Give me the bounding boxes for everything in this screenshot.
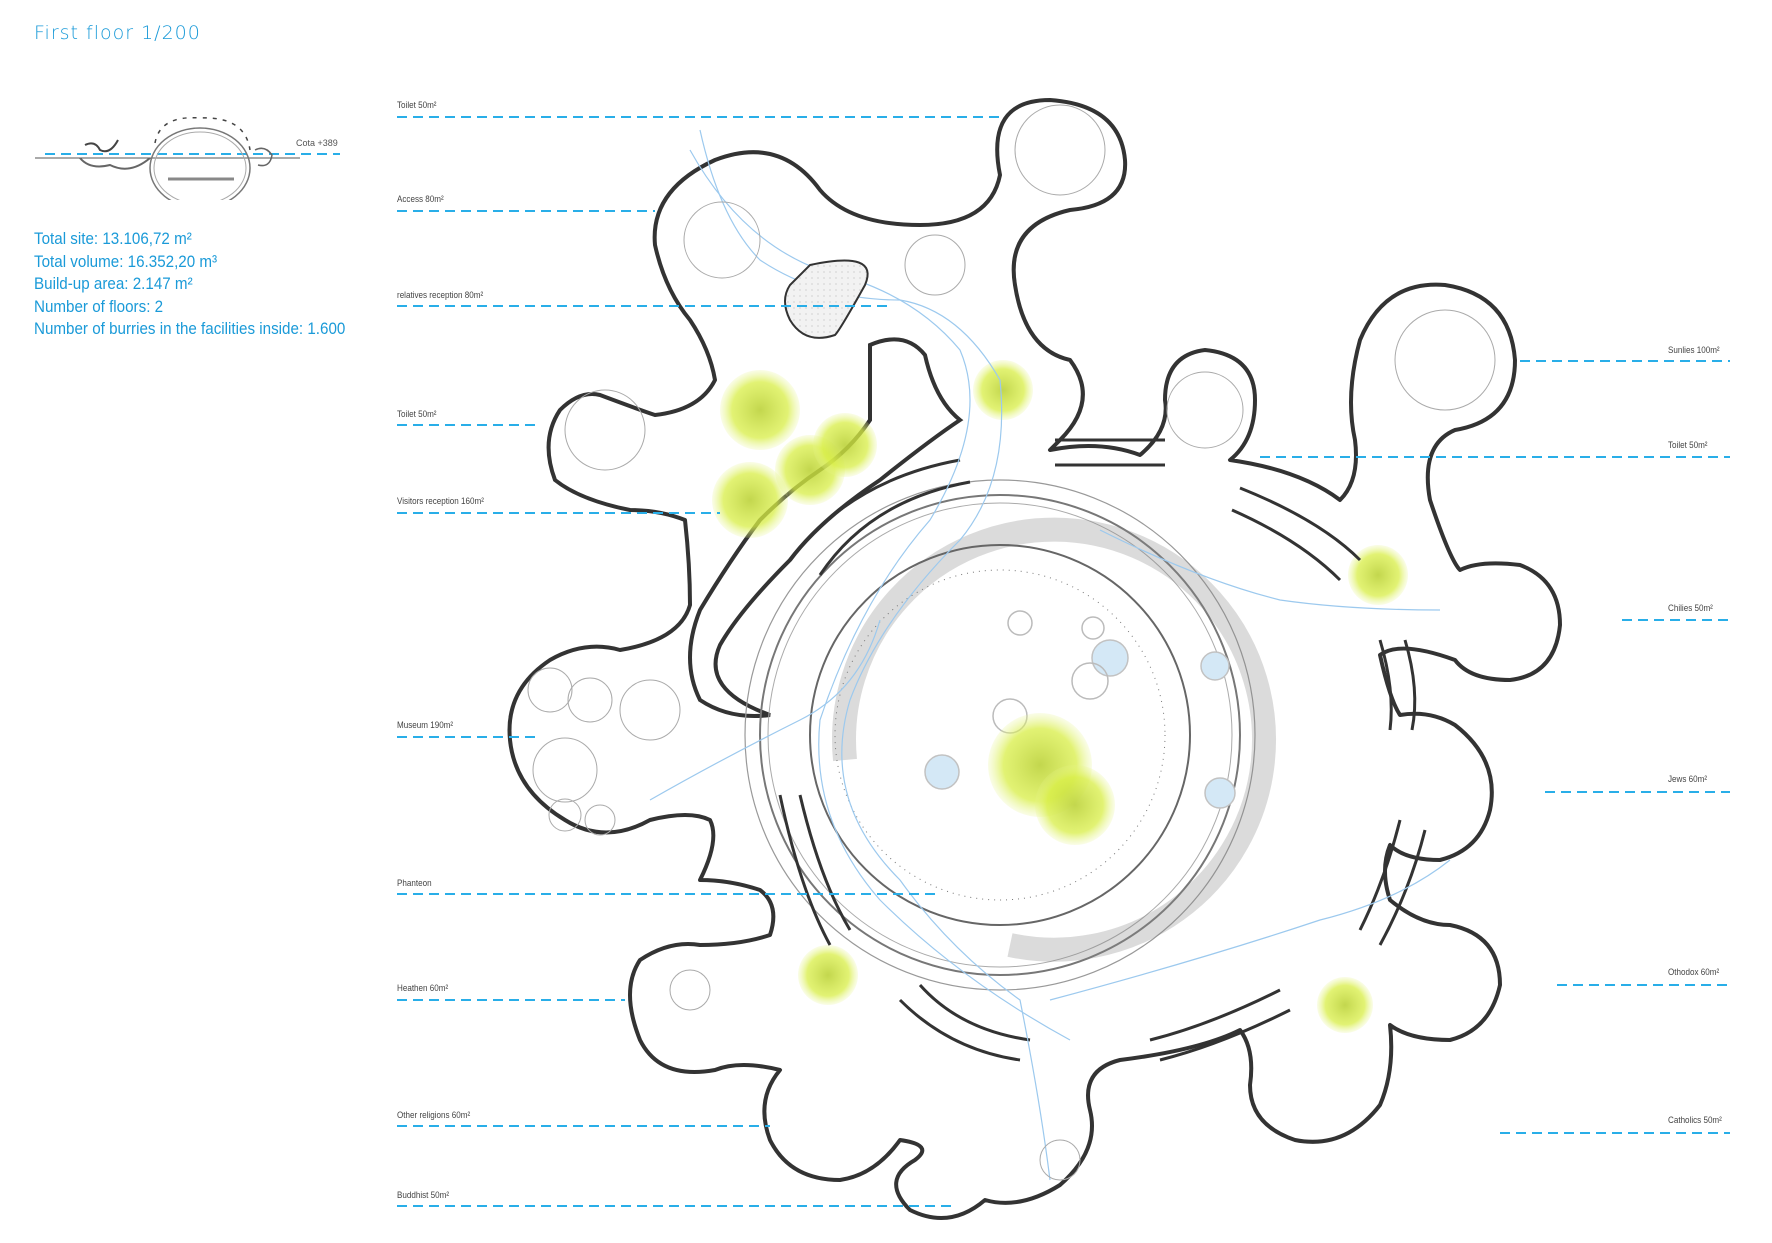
- burial-niche-arcs: [778, 438, 1427, 1062]
- stat-build-up-area: Build-up area: 2.147 m²: [34, 275, 193, 293]
- room-label: Toilet 50m²: [1668, 440, 1708, 451]
- section-diagram: Cota +389: [35, 116, 340, 200]
- room-label: Toilet 50m²: [397, 100, 437, 111]
- room-label: Museum 190m²: [397, 720, 454, 731]
- stat-total-site: Total site: 13.106,72 m²: [34, 230, 192, 248]
- stat-total-volume: Total volume: 16.352,20 m³: [34, 252, 218, 271]
- room-circles: [527, 104, 1496, 1181]
- building-outline: [507, 98, 1562, 1220]
- central-pantheon-ring: [744, 479, 1276, 991]
- room-label: Buddhist 50m²: [397, 1190, 450, 1201]
- stat-burials: Number of burries in the facilities insi…: [34, 320, 346, 338]
- room-label: Chilies 50m²: [1668, 603, 1713, 614]
- room-label: Access 80m²: [397, 194, 444, 205]
- project-stats: Total site: 13.106,72 m² Total volume: 1…: [34, 228, 345, 341]
- room-label: Othodox 60m²: [1668, 967, 1720, 978]
- room-label: Toilet 50m²: [397, 409, 437, 420]
- room-label: Catholics 50m²: [1668, 1115, 1722, 1126]
- level-label: Cota +389: [296, 138, 338, 148]
- room-label: Jews 60m²: [1668, 774, 1708, 785]
- trees: [712, 360, 1408, 1033]
- room-label: Other religions 60m²: [397, 1110, 471, 1121]
- room-label: Sunlies 100m²: [1668, 345, 1720, 356]
- stat-floors: Number of floors: 2: [34, 297, 164, 316]
- room-label: Visitors reception 160m²: [397, 496, 484, 507]
- drawing-title: First floor 1/200: [34, 22, 201, 44]
- room-label: Heathen 60m²: [397, 983, 449, 994]
- room-label: Phanteon: [397, 878, 432, 889]
- room-label: relatives reception 80m²: [397, 290, 484, 301]
